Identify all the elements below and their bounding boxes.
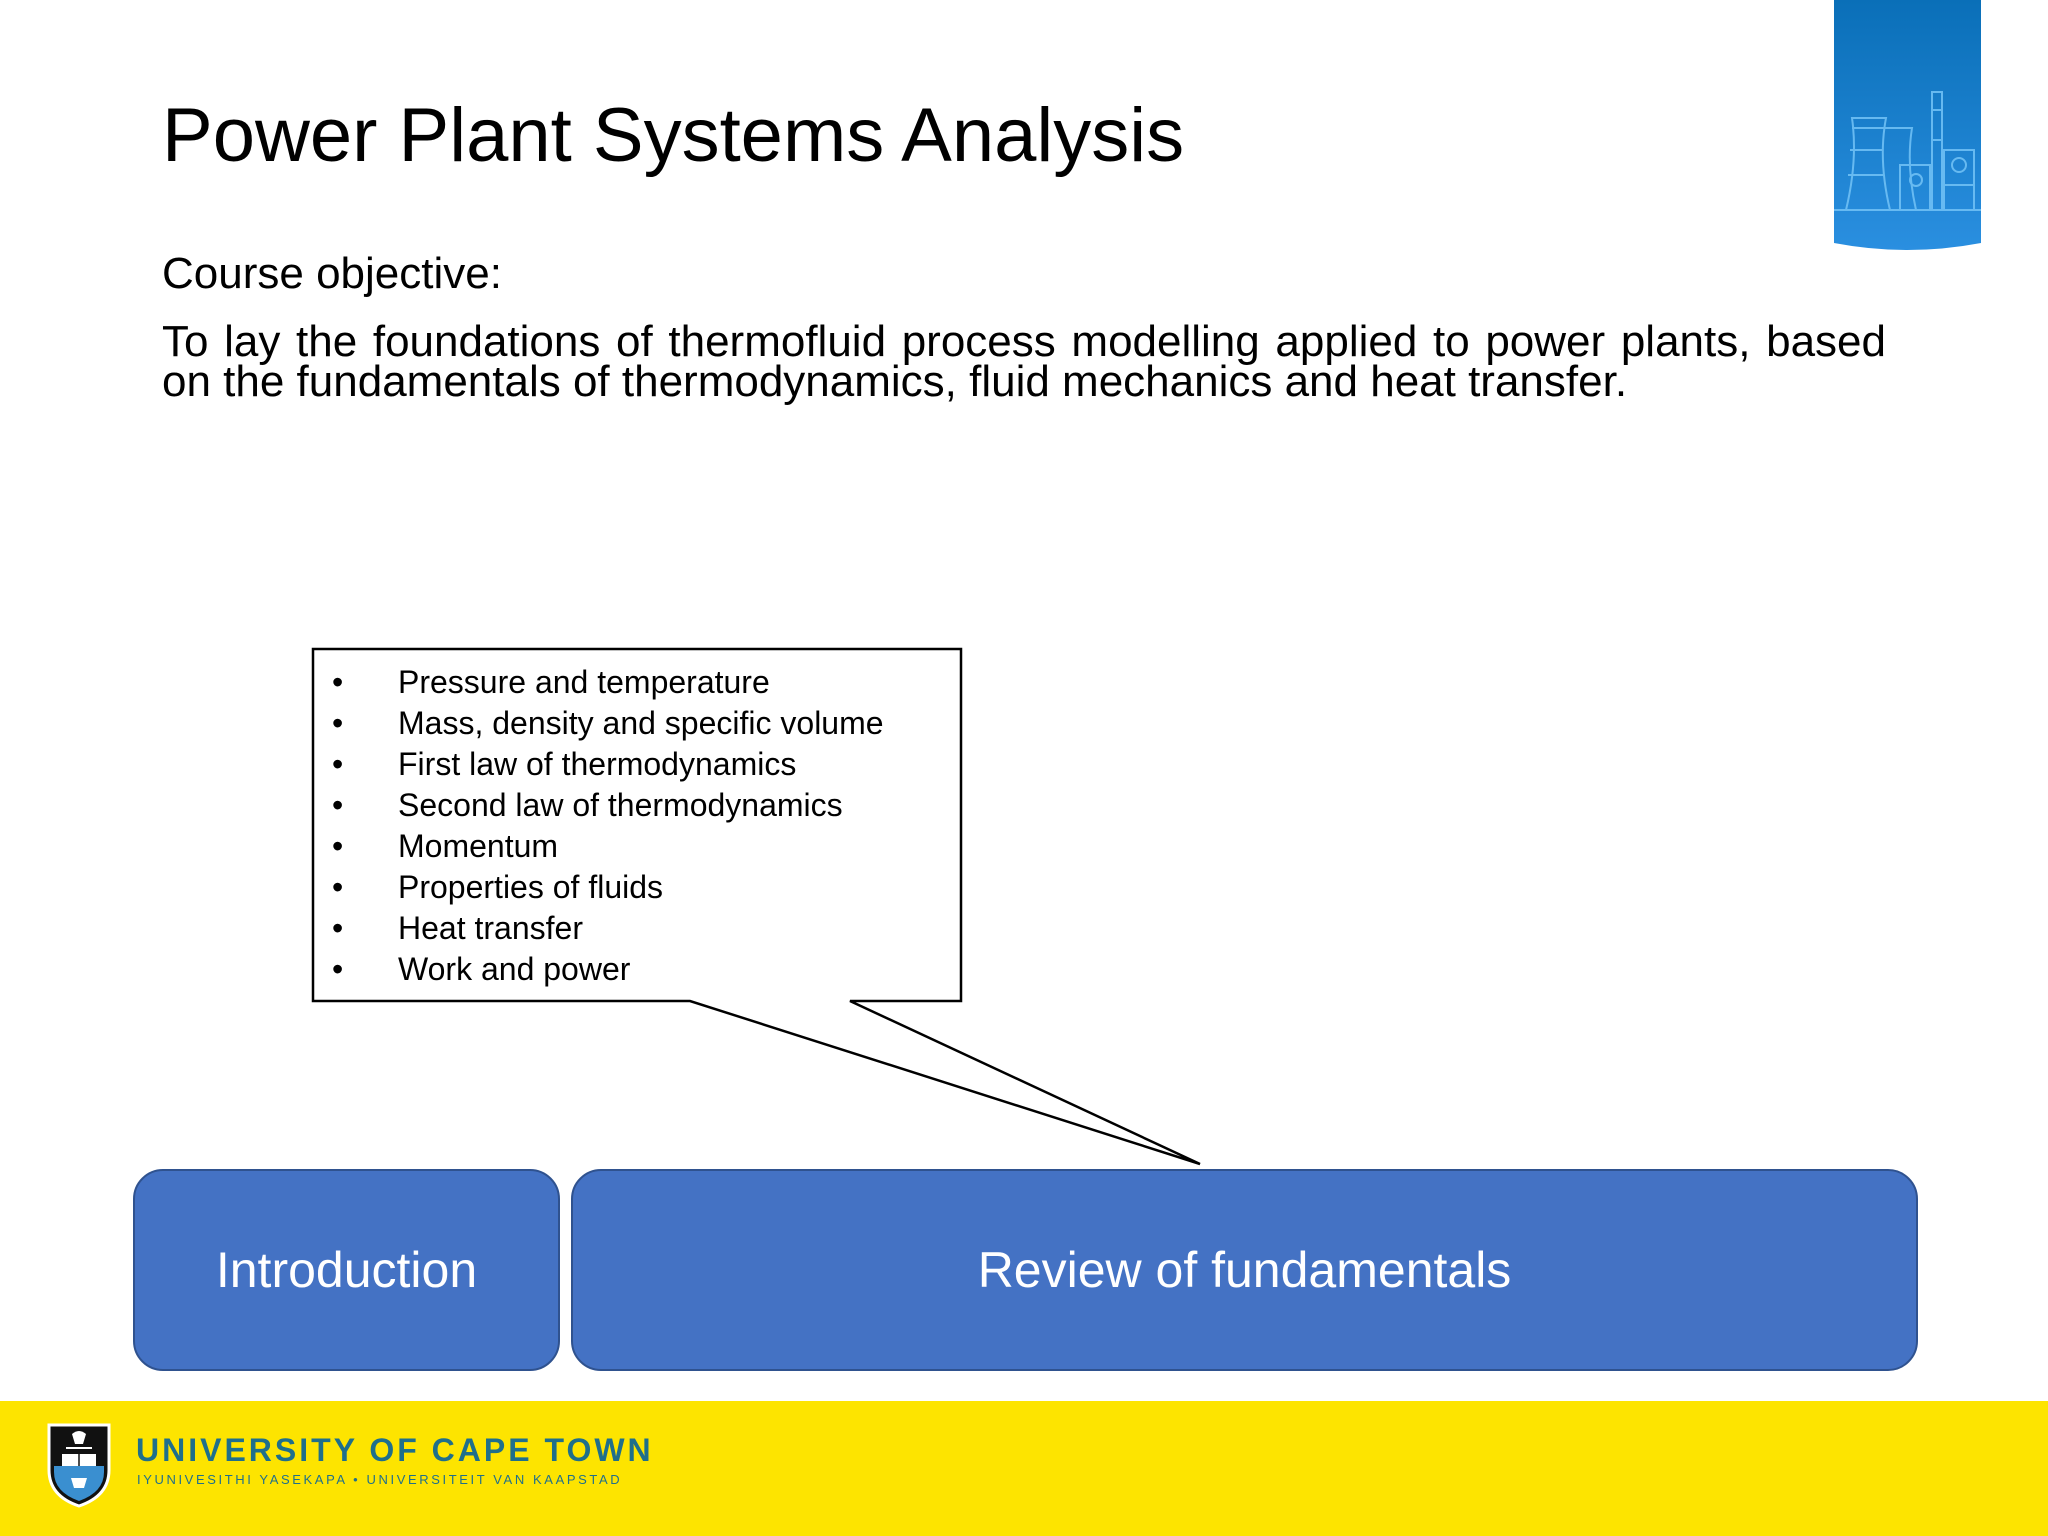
bullet-icon: • <box>332 951 344 987</box>
university-name: UNIVERSITY OF CAPE TOWN <box>136 1432 654 1468</box>
bullet-icon: • <box>332 869 344 905</box>
uct-crest-icon <box>47 1423 111 1508</box>
bullet-icon: • <box>332 910 344 946</box>
university-subtitle: IYUNIVESITHI YASEKAPA • UNIVERSITEIT VAN… <box>137 1472 623 1487</box>
list-item: •Mass, density and specific volume <box>330 703 950 744</box>
bullet-icon: • <box>332 664 344 700</box>
list-item: •Work and power <box>330 949 950 990</box>
footer-bar <box>0 1401 2048 1536</box>
bullet-icon: • <box>332 787 344 823</box>
fundamentals-list: •Pressure and temperature •Mass, density… <box>330 662 950 990</box>
bullet-icon: • <box>332 828 344 864</box>
objective-text: To lay the foundations of thermofluid pr… <box>162 317 1886 406</box>
list-item: •First law of thermodynamics <box>330 744 950 785</box>
bullet-icon: • <box>332 746 344 782</box>
bullet-icon: • <box>332 705 344 741</box>
list-item: •Properties of fluids <box>330 867 950 908</box>
introduction-box[interactable]: Introduction <box>133 1169 560 1371</box>
power-plant-banner-icon <box>1834 0 1981 250</box>
review-of-fundamentals-box[interactable]: Review of fundamentals <box>571 1169 1918 1371</box>
slide-title: Power Plant Systems Analysis <box>162 93 1185 178</box>
objective-label: Course objective: <box>162 249 502 298</box>
list-item: •Second law of thermodynamics <box>330 785 950 826</box>
list-item: •Pressure and temperature <box>330 662 950 703</box>
list-item: •Heat transfer <box>330 908 950 949</box>
list-item: •Momentum <box>330 826 950 867</box>
